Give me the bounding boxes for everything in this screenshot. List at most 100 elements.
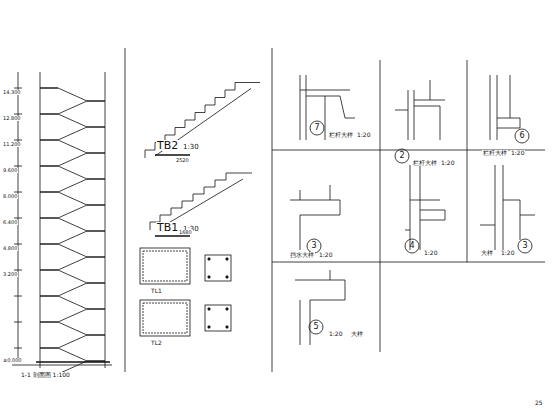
drawing-stroke <box>58 140 87 153</box>
drawing-label: 8.000 <box>2 194 18 199</box>
drawing-stroke <box>14 192 22 193</box>
drawing-stroke <box>145 150 146 158</box>
callout-number: 6 <box>519 132 524 140</box>
callout-number: 3 <box>522 242 527 250</box>
drawing-label: 栏杆大样 <box>482 150 508 156</box>
drawing-stroke <box>215 97 225 98</box>
drawing-stroke <box>40 347 58 348</box>
drawing-stroke <box>14 244 22 245</box>
detail-callouts <box>12 121 532 365</box>
drawing-label: 1:20 <box>500 250 515 256</box>
drawing-stroke <box>14 270 22 271</box>
panel-frames <box>125 48 545 372</box>
drawing-stroke <box>145 150 155 151</box>
drawing-label: 9.600 <box>2 168 18 173</box>
drawing-stroke <box>226 173 227 180</box>
drawing-stroke <box>215 98 216 106</box>
drawing-stroke <box>58 218 87 231</box>
callout-number: 4 <box>409 242 414 250</box>
drawing-stroke <box>87 360 105 361</box>
drawing-stroke <box>14 348 22 349</box>
drawing-stroke <box>58 283 87 296</box>
drawing-label: 1:20 <box>318 252 333 258</box>
drawing-stroke <box>58 244 87 257</box>
drawing-label: 1:20 <box>440 160 455 166</box>
drawing-stroke <box>87 126 105 127</box>
drawing-stroke <box>58 335 87 348</box>
drawing-stroke <box>171 208 182 209</box>
drawing-label: 挡水大样 <box>289 252 315 258</box>
drawing-label: TB2 <box>156 140 179 151</box>
drawing-stroke <box>58 179 87 192</box>
drawing-label: 1:20 <box>423 250 438 256</box>
drawing-stroke <box>14 322 22 323</box>
callout-number: 7 <box>314 124 319 132</box>
drawing-label: 栏杆大样 <box>328 132 354 138</box>
drawing-label: ±0.000 <box>2 358 23 363</box>
drawing-label: 大样 <box>350 331 364 337</box>
drawing-label: 栏杆大样 <box>412 160 438 166</box>
drawing-stroke <box>205 105 206 113</box>
drawing-stroke <box>58 153 87 166</box>
drawing-label: 25 <box>534 400 544 406</box>
drawing-stroke <box>204 187 215 188</box>
detail-sketches <box>290 75 535 345</box>
beam-sections <box>140 248 231 336</box>
drawing-stroke <box>87 204 105 205</box>
drawing-stroke <box>40 321 58 322</box>
drawing-stroke <box>58 309 87 322</box>
drawing-label: 1:20 <box>510 150 525 156</box>
drawing-stroke <box>155 89 251 157</box>
drawing-stroke <box>58 296 87 309</box>
callout-number: 2 <box>399 152 404 160</box>
drawing-stroke <box>204 187 205 194</box>
drawing-stroke <box>58 101 87 114</box>
drawing-stroke <box>195 112 205 113</box>
drawing-stroke <box>58 257 87 270</box>
drawing-stroke <box>40 113 58 114</box>
drawing-label: 2520 <box>175 158 190 163</box>
drawing-stroke <box>58 88 87 101</box>
drawing-label: TB1 <box>156 222 179 233</box>
drawing-label: 11.200 <box>2 142 22 147</box>
drawing-stroke <box>58 270 87 283</box>
drawing-stroke <box>58 348 87 361</box>
stair-section <box>14 72 110 374</box>
drawing-stroke <box>87 178 105 179</box>
drawing-stroke <box>193 194 204 195</box>
drawing-stroke <box>160 179 243 228</box>
drawing-stroke <box>40 243 58 244</box>
drawing-stroke <box>215 180 216 187</box>
drawing-label: TL1 <box>150 288 163 294</box>
drawing-label: 3.200 <box>2 272 18 277</box>
drawing-label: 6.400 <box>2 220 18 225</box>
drawing-stroke <box>87 308 105 309</box>
drawing-stroke <box>87 282 105 283</box>
drawing-stroke <box>87 152 105 153</box>
drawing-stroke <box>58 114 87 127</box>
drawing-stroke <box>182 201 193 202</box>
drawing-stroke <box>40 191 58 192</box>
drawing-stroke <box>14 166 22 167</box>
drawing-stroke <box>235 83 236 91</box>
drawing-stroke <box>205 105 215 106</box>
drawing-stroke <box>40 165 58 166</box>
drawing-stroke <box>237 173 252 174</box>
drawing-stroke <box>225 90 226 98</box>
callout-number: 3 <box>311 242 316 250</box>
drawing-stroke <box>150 222 151 230</box>
drawing-stroke <box>58 127 87 140</box>
drawing-stroke <box>14 218 22 219</box>
drawing-stroke <box>14 296 22 297</box>
drawing-stroke <box>58 192 87 205</box>
drawing-stroke <box>14 140 22 141</box>
drawing-label: 4.800 <box>2 246 18 251</box>
drawing-stroke <box>40 139 58 140</box>
drawing-label: 1:30 <box>182 144 200 151</box>
drawing-stroke <box>58 322 87 335</box>
drawing-stroke <box>87 230 105 231</box>
drawing-stroke <box>226 173 237 174</box>
drawing-stroke <box>195 113 196 121</box>
stair-flights <box>145 83 260 231</box>
